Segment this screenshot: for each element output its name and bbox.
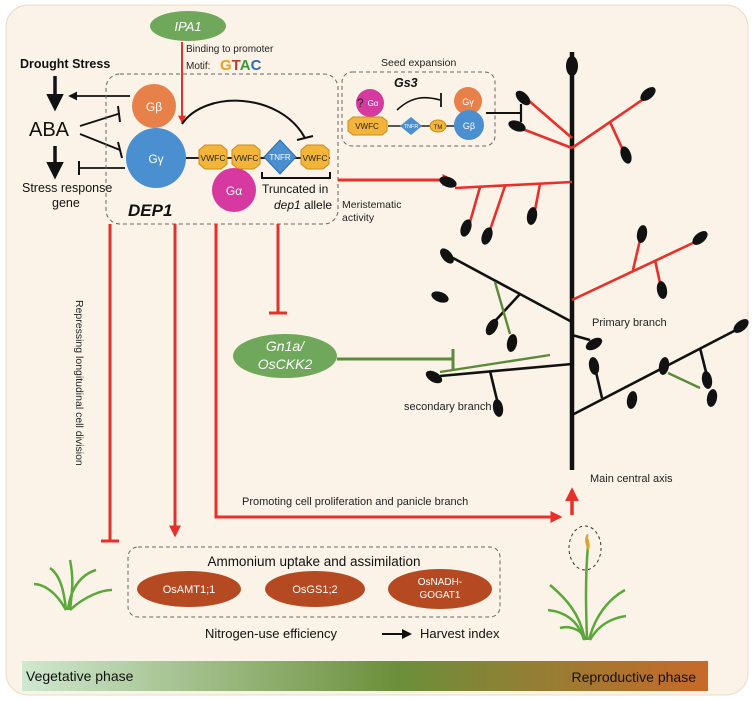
gs3-ggamma-label: Gγ xyxy=(462,97,474,107)
dep1-vwfc-label-3: VWFC xyxy=(302,153,327,163)
ammonium-group: Ammonium uptake and assimilation OsAMT1;… xyxy=(127,546,501,641)
gs3-gbeta-label: Gβ xyxy=(463,121,475,131)
ipa1-group: IPA1 Binding to promoter Motif: GTAC xyxy=(150,11,274,124)
gs3-vwfc-domain xyxy=(347,116,388,136)
truncated-label-2: dep1 allele xyxy=(274,198,332,212)
aba-inhibit-gbeta xyxy=(79,113,119,127)
osnadh-node xyxy=(388,569,492,609)
dep1-gbeta-label: Gβ xyxy=(146,100,162,114)
gn1a-group: Gn1a/ OsCKK2 xyxy=(233,224,455,378)
motif-label: Motif: xyxy=(186,61,210,72)
gs3-group: Seed expansion Gs3 ? Gα VWFC TNFR TM Gγ … xyxy=(341,57,523,147)
dep1-vwfc-label-2: VWFC xyxy=(233,153,258,163)
dep1-ggamma-node xyxy=(126,128,186,188)
ammonium-box xyxy=(127,546,501,618)
ipa1-label: IPA1 xyxy=(174,19,201,34)
motif-letter-g: G xyxy=(220,57,232,74)
truncated-bracket xyxy=(261,172,331,179)
aba-inhibit-ggamma xyxy=(79,133,121,151)
gs3-tm-domain xyxy=(429,119,447,133)
red-branches xyxy=(454,96,696,302)
osgs-node xyxy=(265,571,365,607)
dep1-ggamma-label: Gγ xyxy=(148,152,163,166)
dep1-group: Gβ Gγ VWFC VWFC TNFR VWFC Gα Truncated i… xyxy=(105,73,339,225)
vegetative-label: Vegetative phase xyxy=(26,668,134,684)
dep1-vwfc-domain-1 xyxy=(198,144,228,170)
black-branches xyxy=(439,256,737,417)
motif-letter-c: C xyxy=(251,57,262,74)
ipa1-binding-text: Binding to promoter xyxy=(186,44,274,55)
meristematic-label: Meristematic xyxy=(342,199,402,211)
gs3-ggamma-node xyxy=(454,87,482,115)
dep1-vwfc-domain-2 xyxy=(231,144,261,170)
osamt-label: OsAMT1;1 xyxy=(163,584,216,596)
gn1a-label-2: OsCKK2 xyxy=(258,356,313,372)
gn1a-node xyxy=(233,334,337,378)
dep1-vwfc-domain-3 xyxy=(300,144,330,170)
phase-bar xyxy=(22,661,708,691)
gs3-title: Gs3 xyxy=(394,76,418,90)
dep1-title: DEP1 xyxy=(128,201,172,220)
gs3-tnfr-label: TNFR xyxy=(404,124,419,130)
stress-response-label: Stress response xyxy=(22,181,112,195)
gs3-vwfc-label: VWFC xyxy=(355,122,379,131)
dep1-effect-arrows: Repressing longitudinal cell division Pr… xyxy=(73,224,579,543)
gs3-tnfr-domain xyxy=(400,117,422,135)
dep1-vwfc-label-1: VWFC xyxy=(200,153,225,163)
dep1-galpha-label: Gα xyxy=(226,184,242,198)
gs3-question-mark: ? xyxy=(357,96,364,110)
gs3-galpha-label: Gα xyxy=(368,99,379,108)
promoting-label: Promoting cell proliferation and panicle… xyxy=(242,496,468,508)
dep1-tnfr-label: TNFR xyxy=(269,153,291,162)
seedling-illustration xyxy=(33,559,113,611)
ammonium-title: Ammonium uptake and assimilation xyxy=(207,554,420,569)
aba-group: Drought Stress ABA Stress response gene xyxy=(20,57,130,210)
stress-response-label-2: gene xyxy=(52,196,80,210)
nue-label: Nitrogen-use efficiency xyxy=(205,626,337,641)
harvest-label: Harvest index xyxy=(420,626,500,641)
drought-stress-label: Drought Stress xyxy=(20,57,110,71)
dep1-feedback-arc xyxy=(181,99,306,139)
grains xyxy=(425,56,749,417)
motif-letters: GTAC xyxy=(220,57,262,74)
ipa1-node xyxy=(150,11,226,41)
dep1-galpha-node xyxy=(212,168,256,212)
background-panel xyxy=(5,4,749,696)
seed-expansion-label: Seed expansion xyxy=(381,57,456,69)
main-axis-label: Main central axis xyxy=(590,473,673,485)
mature-plant-illustration xyxy=(547,525,627,641)
gs3-tm-label: TM xyxy=(434,125,443,131)
repressing-label: Repressing longitudinal cell division xyxy=(73,300,85,466)
dep1-gbeta-node xyxy=(132,84,176,128)
motif-letter-a: A xyxy=(240,57,251,74)
osnadh-label-2: GOGAT1 xyxy=(420,590,461,601)
gs3-box xyxy=(341,71,496,147)
aba-label: ABA xyxy=(29,119,70,141)
primary-branch-label: Primary branch xyxy=(592,317,667,329)
gs3-gbeta-node xyxy=(454,110,484,140)
gs3-galpha-node xyxy=(356,89,384,117)
promoting-arrow xyxy=(214,224,563,523)
panicle-highlight xyxy=(568,525,602,571)
motif-letter-t: T xyxy=(232,57,241,74)
secondary-branch-label: secondary branch xyxy=(404,401,491,413)
panicle: Primary branch secondary branch Main cen… xyxy=(404,52,749,485)
osamt-node xyxy=(137,571,241,607)
dep1-tnfr-domain xyxy=(263,139,297,175)
osnadh-label: OsNADH- xyxy=(418,577,462,588)
dep1-box xyxy=(105,73,339,225)
osgs-label: OsGS1;2 xyxy=(292,584,337,596)
gn1a-label: Gn1a/ xyxy=(266,338,306,354)
truncated-label: Truncated in xyxy=(262,182,328,196)
meristematic-label-2: activity xyxy=(342,212,375,224)
reproductive-label: Reproductive phase xyxy=(571,669,696,685)
green-secondary-branches xyxy=(439,281,701,390)
